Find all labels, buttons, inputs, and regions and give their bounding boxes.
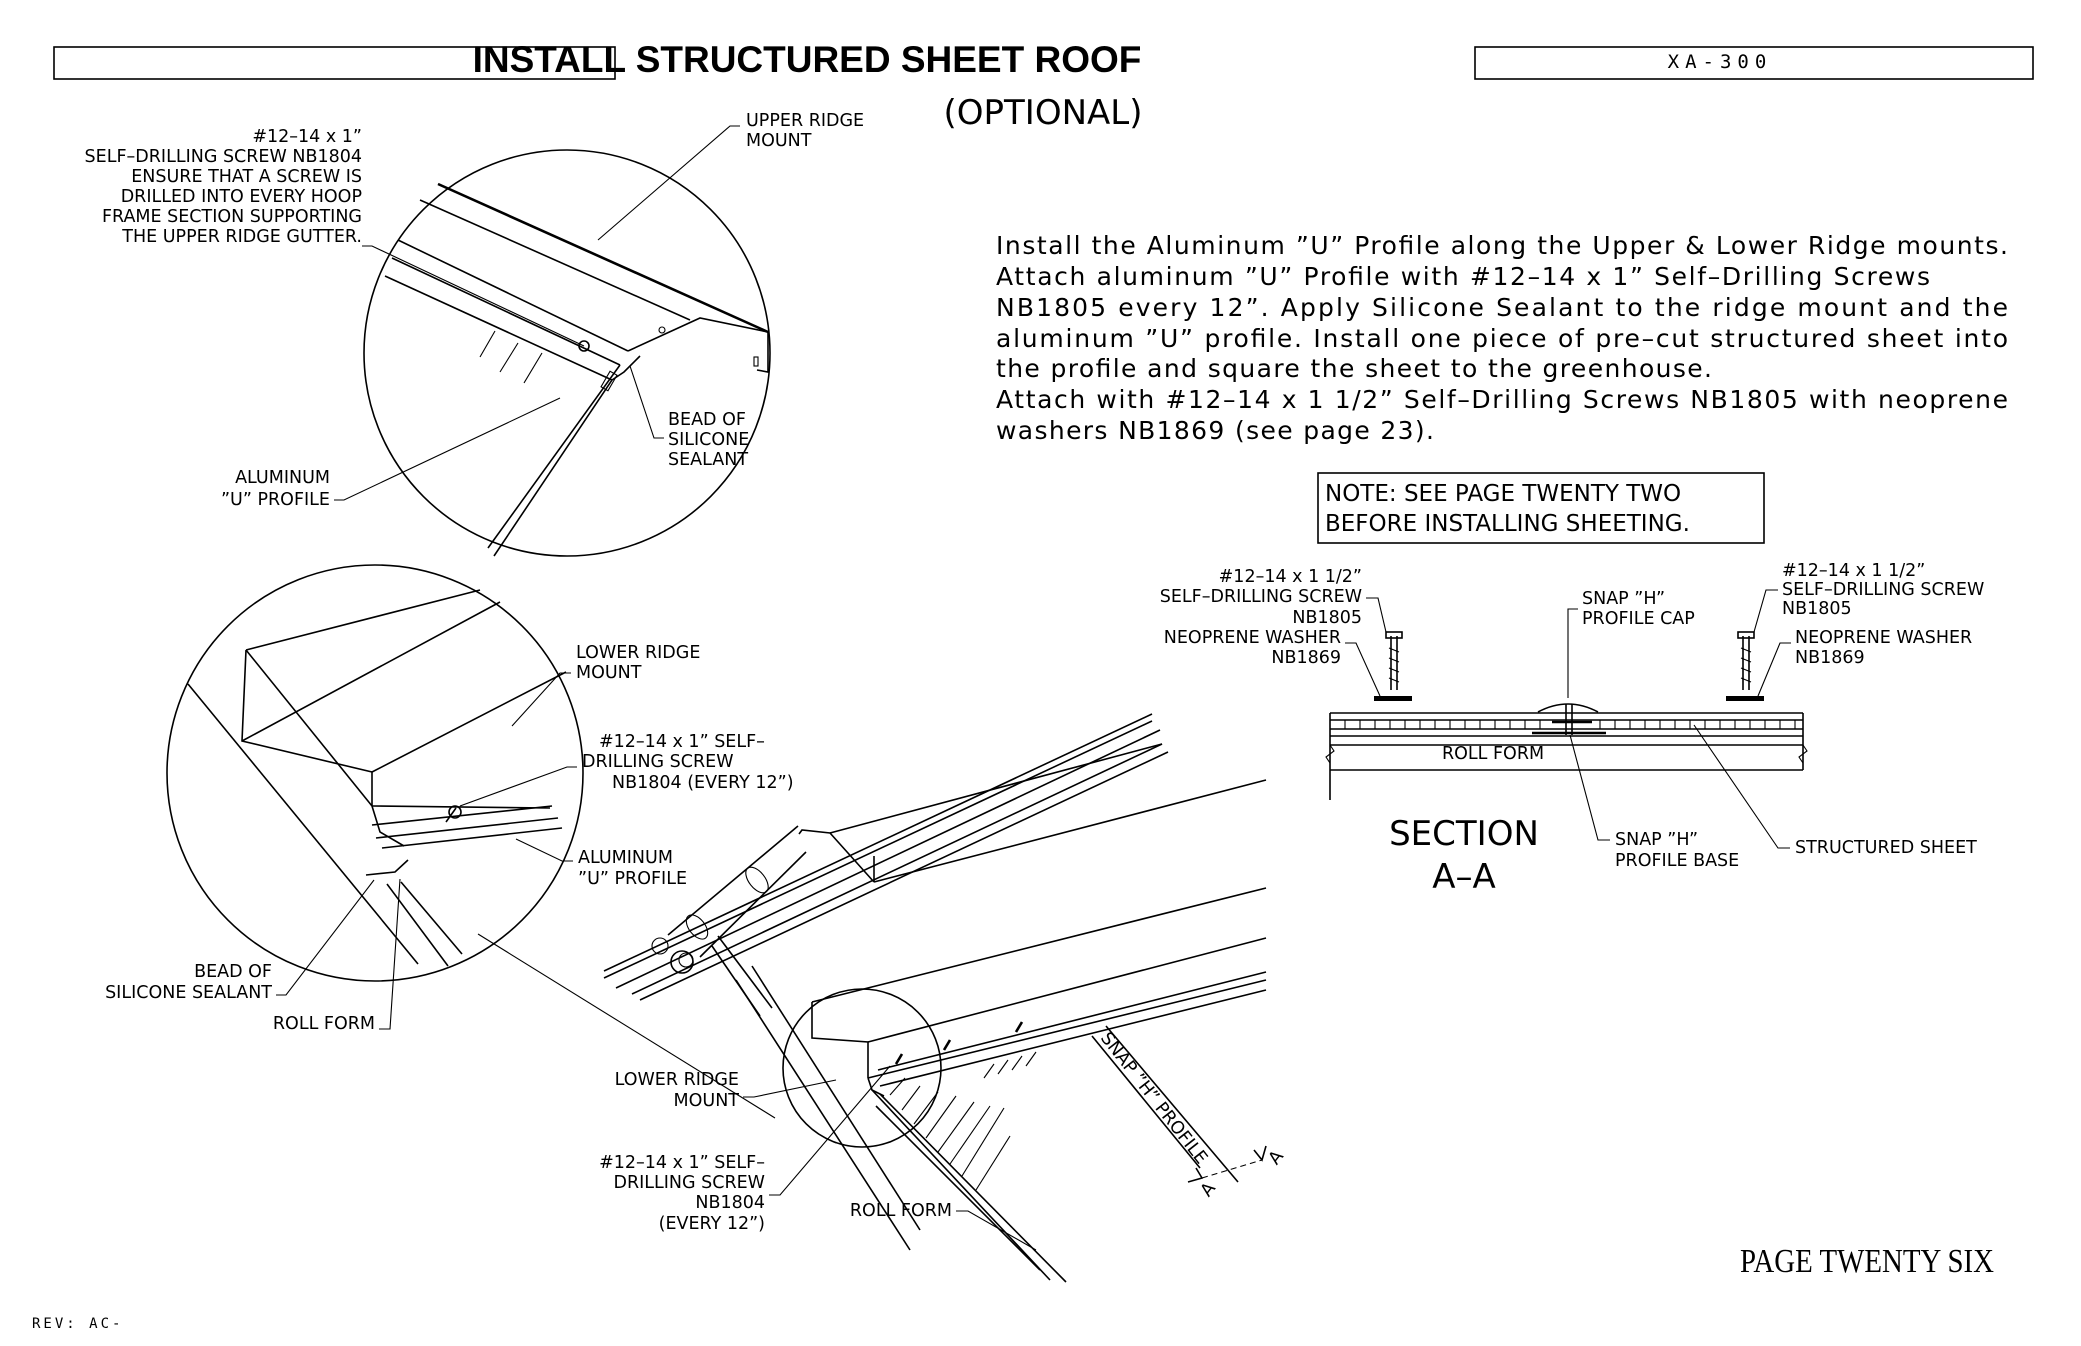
note-line: BEFORE INSTALLING SHEETING. [1325,511,1690,537]
instruction-line: NB1805 every 12”. Apply Silicone Sealant… [996,293,2008,322]
upper-ridge-mount-label: MOUNT [746,131,812,151]
lower-aluminum-u-profile-label: ALUMINUM [578,848,673,868]
right-neoprene-washer [1726,696,1764,701]
left-neoprene-washer [1374,696,1412,701]
section-title: SECTION [1389,814,1539,854]
doc-number: XA-300 [1668,51,1773,73]
section-roll-form-label: ROLL FORM [1442,744,1544,764]
main-screw-label: NB1804 [695,1193,765,1213]
section-left-washer-label: NEOPRENE WASHER [1164,628,1341,648]
title-block: INSTALL STRUCTURED SHEET ROOF (OPTIONAL)… [53,39,2034,133]
main-roll-form-label: ROLL FORM [850,1201,952,1221]
instruction-line: Attach aluminum ”U” Profile with #12–14 … [996,262,1930,291]
note-box: NOTE: SEE PAGE TWENTY TWO BEFORE INSTALL… [1317,472,1765,544]
section-right-screw-label: #12–14 x 1 1/2” [1782,561,1925,581]
section-right-screw-label: NB1805 [1782,599,1852,619]
page-subtitle: (OPTIONAL) [944,93,1143,133]
lower-ridge-mount-label: LOWER RIDGE [576,643,700,663]
section-title: A–A [1432,857,1496,897]
lower-bead-of-silicone-label: BEAD OF [194,962,272,982]
bead-of-silicone-label: SILICONE [668,430,749,450]
snap-h-profile-label: SNAP ”H” PROFILE [1096,1029,1211,1168]
section-profile-cap-label: SNAP ”H” [1582,589,1665,609]
lower-screw-label: DRILLING SCREW [582,752,734,772]
main-detail-circle [782,988,942,1148]
lower-detail-circle [166,564,584,982]
bead-of-silicone-label: SEALANT [668,450,748,470]
instruction-line: the profile and square the sheet to the … [996,354,1712,383]
main-assembly-view: SNAP ”H” PROFILE A A LOWER RIDGE MOUNT #… [599,713,1288,1283]
upper-screw-note: SELF–DRILLING SCREW NB1804 [85,147,362,167]
lower-screw-label: NB1804 (EVERY 12”) [612,773,794,793]
section-left-screw-label: #12–14 x 1 1/2” [1219,567,1362,587]
section-profile-base-label: SNAP ”H” [1615,830,1698,850]
upper-detail-circle [363,149,771,557]
upper-screw-note: DRILLED INTO EVERY HOOP [121,187,362,207]
main-screw-label: #12–14 x 1” SELF– [599,1153,765,1173]
instruction-line: Attach with #12–14 x 1 1/2” Self–Drillin… [996,385,2008,414]
section-left-screw-label: SELF–DRILLING SCREW [1160,587,1362,607]
page-number-label: PAGE TWENTY SIX [1740,1243,1994,1280]
upper-screw-note: FRAME SECTION SUPPORTING [102,207,362,227]
section-profile-base-label: PROFILE BASE [1615,851,1739,871]
section-right-washer-label: NEOPRENE WASHER [1795,628,1972,648]
aluminum-u-profile-label: ALUMINUM [235,468,330,488]
lower-aluminum-u-profile-label: ”U” PROFILE [578,869,687,889]
main-screw-label: DRILLING SCREW [613,1173,765,1193]
title-left-bar [53,46,616,80]
detail-leader [477,933,776,1119]
lower-roll-form-label: ROLL FORM [273,1014,375,1034]
note-frame [1317,472,1765,544]
section-marker-a: A [1265,1147,1288,1169]
left-screw [1374,631,1412,701]
upper-screw-note: #12–14 x 1” [252,127,362,147]
main-screw-label: (EVERY 12”) [659,1214,765,1234]
instruction-line: aluminum ”U” profile. Install one piece … [996,324,2008,353]
section-right-washer-label: NB1869 [1795,648,1865,668]
section-structured-sheet-label: STRUCTURED SHEET [1795,838,1977,858]
lower-bead-of-silicone-label: SILICONE SEALANT [105,983,272,1003]
aluminum-u-profile-label: ”U” PROFILE [221,490,330,510]
bead-of-silicone-label: BEAD OF [668,410,746,430]
section-marker-a: A [1197,1179,1220,1201]
snap-h-profile-cap [1537,703,1599,713]
page-title: INSTALL STRUCTURED SHEET ROOF [473,39,1142,80]
doc-number-box [1474,46,2034,80]
upper-screw-note: THE UPPER RIDGE GUTTER. [121,227,362,247]
upper-ridge-detail: #12–14 x 1” SELF–DRILLING SCREW NB1804 E… [85,111,864,557]
revision-label: REV: AC- [32,1316,123,1332]
lower-screw-label: #12–14 x 1” SELF– [599,732,765,752]
lower-ridge-mount-label: MOUNT [576,663,642,683]
section-left-washer-label: NB1869 [1271,648,1341,668]
instruction-line: Install the Aluminum ”U” Profile along t… [996,231,2008,260]
instruction-line: washers NB1869 (see page 23). [996,416,1434,445]
section-right-screw-label: SELF–DRILLING SCREW [1782,580,1984,600]
section-a-a: #12–14 x 1 1/2” SELF–DRILLING SCREW NB18… [1160,561,1985,897]
instructions-paragraph: Install the Aluminum ”U” Profile along t… [996,231,2008,445]
section-left-screw-label: NB1805 [1292,608,1362,628]
sealant-hatch [889,1051,1037,1191]
lower-ridge-detail: LOWER RIDGE MOUNT #12–14 x 1” SELF– DRIL… [105,564,794,1034]
main-lower-ridge-mount-label: LOWER RIDGE [615,1070,739,1090]
sheet-flutes [1344,720,1796,729]
section-profile-cap-label: PROFILE CAP [1582,609,1695,629]
note-line: NOTE: SEE PAGE TWENTY TWO [1325,481,1681,507]
main-lower-ridge-mount-label: MOUNT [674,1091,740,1111]
right-screw [1726,631,1764,701]
upper-ridge-mount-label: UPPER RIDGE [746,111,864,131]
upper-screw-note: ENSURE THAT A SCREW IS [131,167,362,187]
